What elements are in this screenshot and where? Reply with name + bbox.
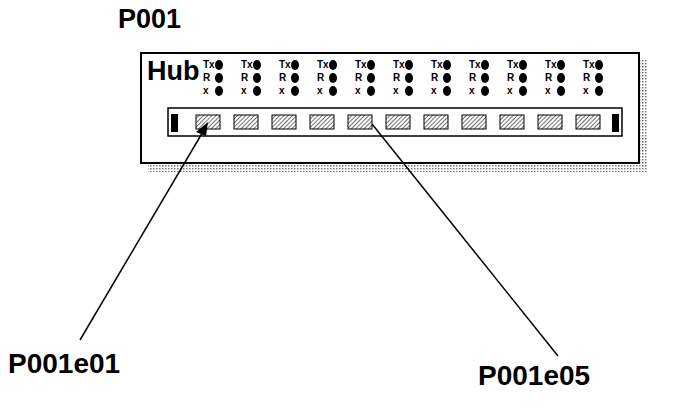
led-label: x xyxy=(279,86,285,96)
port-socket xyxy=(272,115,296,129)
led-label: Tx xyxy=(393,60,405,70)
led-dot xyxy=(329,73,337,83)
led-label: Tx xyxy=(545,60,557,70)
leader-head xyxy=(196,122,208,136)
led-dot xyxy=(519,73,527,83)
led-label: x xyxy=(317,86,323,96)
led-dot xyxy=(367,86,375,96)
led-dot xyxy=(215,60,223,70)
led-label: x xyxy=(507,86,513,96)
led-label: R xyxy=(317,73,324,83)
led-dot xyxy=(329,86,337,96)
led-label: R xyxy=(355,73,362,83)
port-strip xyxy=(168,108,622,136)
led-dot xyxy=(595,60,603,70)
led-label: x xyxy=(241,86,247,96)
led-label: Tx xyxy=(279,60,291,70)
led-label: Tx xyxy=(431,60,443,70)
led-dot xyxy=(481,73,489,83)
led-label: Tx xyxy=(241,60,253,70)
led-label: Tx xyxy=(583,60,595,70)
led-dot xyxy=(557,86,565,96)
led-label: Tx xyxy=(355,60,367,70)
port-socket xyxy=(424,115,448,129)
port-callout: P001e01 xyxy=(8,350,120,378)
led-dot xyxy=(367,60,375,70)
led-label: x xyxy=(583,86,589,96)
led-dot xyxy=(519,60,527,70)
led-label: Tx xyxy=(507,60,519,70)
led-label: x xyxy=(393,86,399,96)
led-dot xyxy=(557,73,565,83)
device-id: P001 xyxy=(118,6,181,33)
led-label: x xyxy=(203,86,209,96)
led-dot xyxy=(443,86,451,96)
led-label: R xyxy=(203,73,210,83)
led-label: R xyxy=(279,73,286,83)
led-dot xyxy=(443,73,451,83)
led-label: R xyxy=(469,73,476,83)
led-dot xyxy=(595,73,603,83)
port-socket xyxy=(386,115,410,129)
led-dot xyxy=(481,86,489,96)
port-socket xyxy=(576,115,600,129)
leader-line xyxy=(80,130,204,340)
led-dot xyxy=(291,73,299,83)
led-dot xyxy=(291,60,299,70)
led-dot xyxy=(215,86,223,96)
led-dot xyxy=(253,86,261,96)
led-label: R xyxy=(393,73,400,83)
led-dot xyxy=(405,60,413,70)
led-label: x xyxy=(355,86,361,96)
led-dot xyxy=(253,73,261,83)
port-socket xyxy=(234,115,258,129)
strip-end xyxy=(171,114,178,132)
led-dot xyxy=(481,60,489,70)
led-dot xyxy=(595,86,603,96)
led-label: R xyxy=(545,73,552,83)
led-dot xyxy=(367,73,375,83)
led-label: R xyxy=(241,73,248,83)
led-dot xyxy=(443,60,451,70)
led-dot xyxy=(405,73,413,83)
strip-end xyxy=(612,114,619,132)
led-dot xyxy=(253,60,261,70)
port-callout: P001e05 xyxy=(478,362,590,390)
led-label: x xyxy=(469,86,475,96)
led-label: Tx xyxy=(469,60,481,70)
led-dot xyxy=(557,60,565,70)
device-name: Hub xyxy=(147,58,199,85)
led-dot xyxy=(329,60,337,70)
led-label: x xyxy=(431,86,437,96)
led-label: R xyxy=(431,73,438,83)
led-label: x xyxy=(545,86,551,96)
led-dot xyxy=(291,86,299,96)
led-dot xyxy=(405,86,413,96)
port-socket xyxy=(310,115,334,129)
led-label: Tx xyxy=(317,60,329,70)
led-dot xyxy=(519,86,527,96)
port-socket xyxy=(462,115,486,129)
led-dot xyxy=(215,73,223,83)
port-socket xyxy=(538,115,562,129)
led-label: R xyxy=(583,73,590,83)
port-socket xyxy=(500,115,524,129)
hub-box: P001Hub xyxy=(140,52,640,164)
led-label: R xyxy=(507,73,514,83)
leader-line xyxy=(372,124,558,356)
led-label: Tx xyxy=(203,60,215,70)
port-socket xyxy=(348,115,372,129)
